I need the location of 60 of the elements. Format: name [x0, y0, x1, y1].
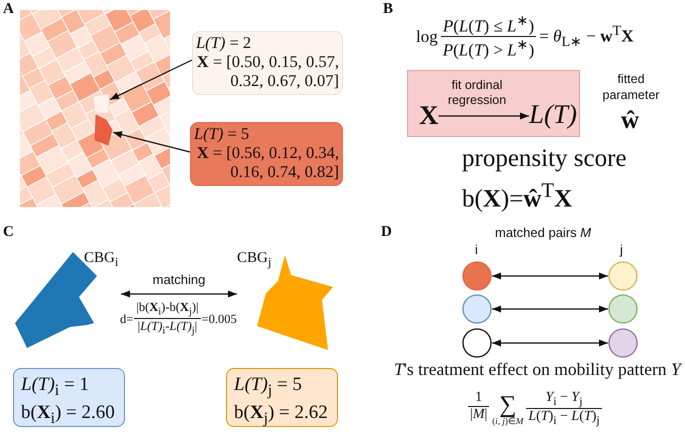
equation-text: X = [0.50, 0.15, 0.57, 0.32, 0.67, 0.07] — [196, 52, 339, 91]
circle-icon — [608, 261, 638, 291]
arrow — [112, 131, 190, 153]
equation-text: L(T)$_{j}$ = 5 — [234, 373, 303, 401]
math-symbol: L(T) — [529, 101, 578, 128]
info-box — [226, 368, 338, 427]
formula-text: (i, j)∈M — [492, 416, 524, 427]
region-label: CBG$_{i}$ — [84, 250, 118, 270]
formula-text: P(L(T) > L$^{∗}$) — [442, 37, 536, 60]
panel-label: D — [381, 224, 392, 242]
callout-box — [190, 122, 343, 186]
math-symbol: X — [419, 102, 438, 129]
arrow — [110, 59, 192, 100]
region-label: CBG$_{j}$ — [237, 250, 272, 270]
formula-text: = θ$_{L∗}$ − w$^{T}$X — [539, 23, 634, 50]
info-box — [13, 368, 125, 427]
formula-text: L(T)$_{i}$ − L(T)$_{j}$ — [527, 409, 601, 428]
formula-text: log — [416, 26, 438, 46]
equation-text: L(T)$_{i}$ = 1 — [21, 373, 90, 401]
heading-text: propensity score — [462, 145, 627, 174]
panel-label: C — [3, 224, 14, 242]
panel-label: A — [3, 1, 14, 18]
arrow — [492, 272, 608, 280]
circle-icon — [462, 328, 492, 358]
edge-label: fit ordinal regression — [446, 78, 508, 108]
panel-label: B — [383, 1, 394, 18]
formula-text: d= — [120, 312, 134, 326]
arrow — [121, 290, 237, 298]
arrow — [492, 340, 608, 346]
formula-text: 1 — [468, 390, 490, 408]
equation-text: b(X$_{i}$) = 2.60 — [21, 400, 116, 428]
formula-text: Y$_{i}$ − Y$_{j}$ — [526, 390, 602, 410]
circle-icon — [462, 294, 492, 324]
equation-text: X = [0.56, 0.12, 0.34, 0.16, 0.74, 0.82] — [196, 144, 339, 182]
edge-label: matching — [152, 273, 206, 288]
map-region — [94, 114, 113, 146]
equation-text: b(X$_{j}$) = 2.62 — [234, 400, 329, 428]
formula-text: |L(T)$_{i}$-L(T)$_{j}$| — [136, 319, 198, 338]
formula-text: =0.005 — [202, 312, 237, 326]
sum-symbol: ∑ — [499, 394, 516, 417]
caption-text: fitted parameter — [602, 71, 660, 104]
arrow — [492, 306, 608, 312]
formula-text: |b(X$_{i}$)-b(X$_{j}$)| — [134, 300, 201, 320]
callout-box — [192, 31, 343, 95]
column-label: i — [475, 243, 478, 258]
formula-text: b(X)=ŵ$^{T}$X — [462, 179, 572, 214]
math-symbol: ŵ — [621, 107, 640, 136]
equation-text: L(T) = 5 — [194, 125, 250, 144]
equation-text: L(T) = 2 — [196, 34, 252, 53]
heading-text: matched pairs M — [495, 226, 592, 241]
formula-text: |M| — [469, 407, 488, 424]
column-label: j — [620, 243, 623, 258]
heading-text: T's treatment effect on mobility pattern Y — [394, 359, 681, 380]
process-box — [407, 70, 580, 137]
formula-text: P(L(T) ≤ L$^{∗}$) — [440, 13, 536, 38]
map-region — [92, 94, 110, 114]
circle-icon — [608, 294, 638, 324]
circle-icon — [608, 328, 638, 358]
arrow — [438, 112, 529, 120]
circle-icon — [462, 261, 492, 291]
